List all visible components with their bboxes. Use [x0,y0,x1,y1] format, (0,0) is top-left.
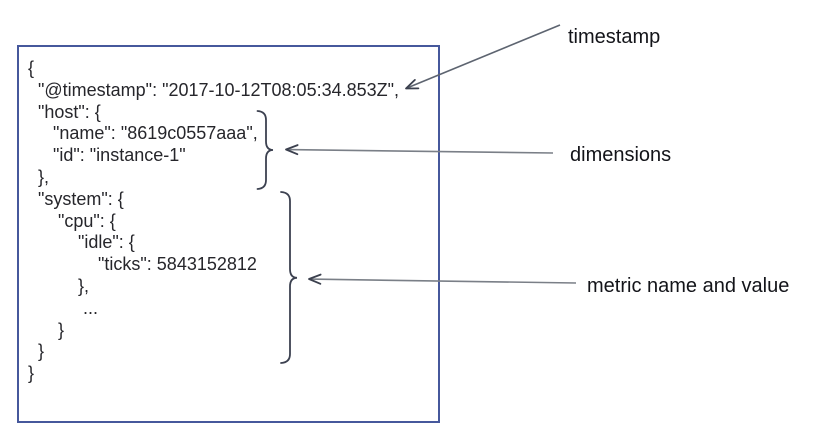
timestamp-label: timestamp [568,26,661,48]
json-line-cpu-open: "cpu": { [28,210,116,231]
json-line-host-id: "id": "instance-1" [28,145,186,166]
json-line-ellipsis: ... [28,297,99,318]
json-line-ticks: "ticks": 5843152812 [28,254,257,275]
json-line-idle-open: "idle": { [28,232,135,253]
json-line-open-brace: { [28,58,35,78]
dimensions-label: dimensions [570,144,672,166]
json-line-host-open: "host": { [28,101,101,122]
json-line-close-brace: } [28,363,35,384]
json-line-system-close: } [28,341,45,362]
json-code-block: { "@timestamp": "2017-10-12T08:05:34.853… [28,58,399,385]
json-line-timestamp: "@timestamp": "2017-10-12T08:05:34.853Z"… [28,79,400,100]
json-line-cpu-close: } [28,319,65,340]
json-line-system-open: "system": { [28,188,124,209]
metric-name-and-value-label: metric name and value [587,275,790,297]
json-line-idle-close: }, [28,275,90,296]
json-line-host-name: "name": "8619c0557aaa", [28,123,258,144]
json-line-host-close: }, [28,166,50,187]
json-document-box: { "@timestamp": "2017-10-12T08:05:34.853… [17,45,440,423]
